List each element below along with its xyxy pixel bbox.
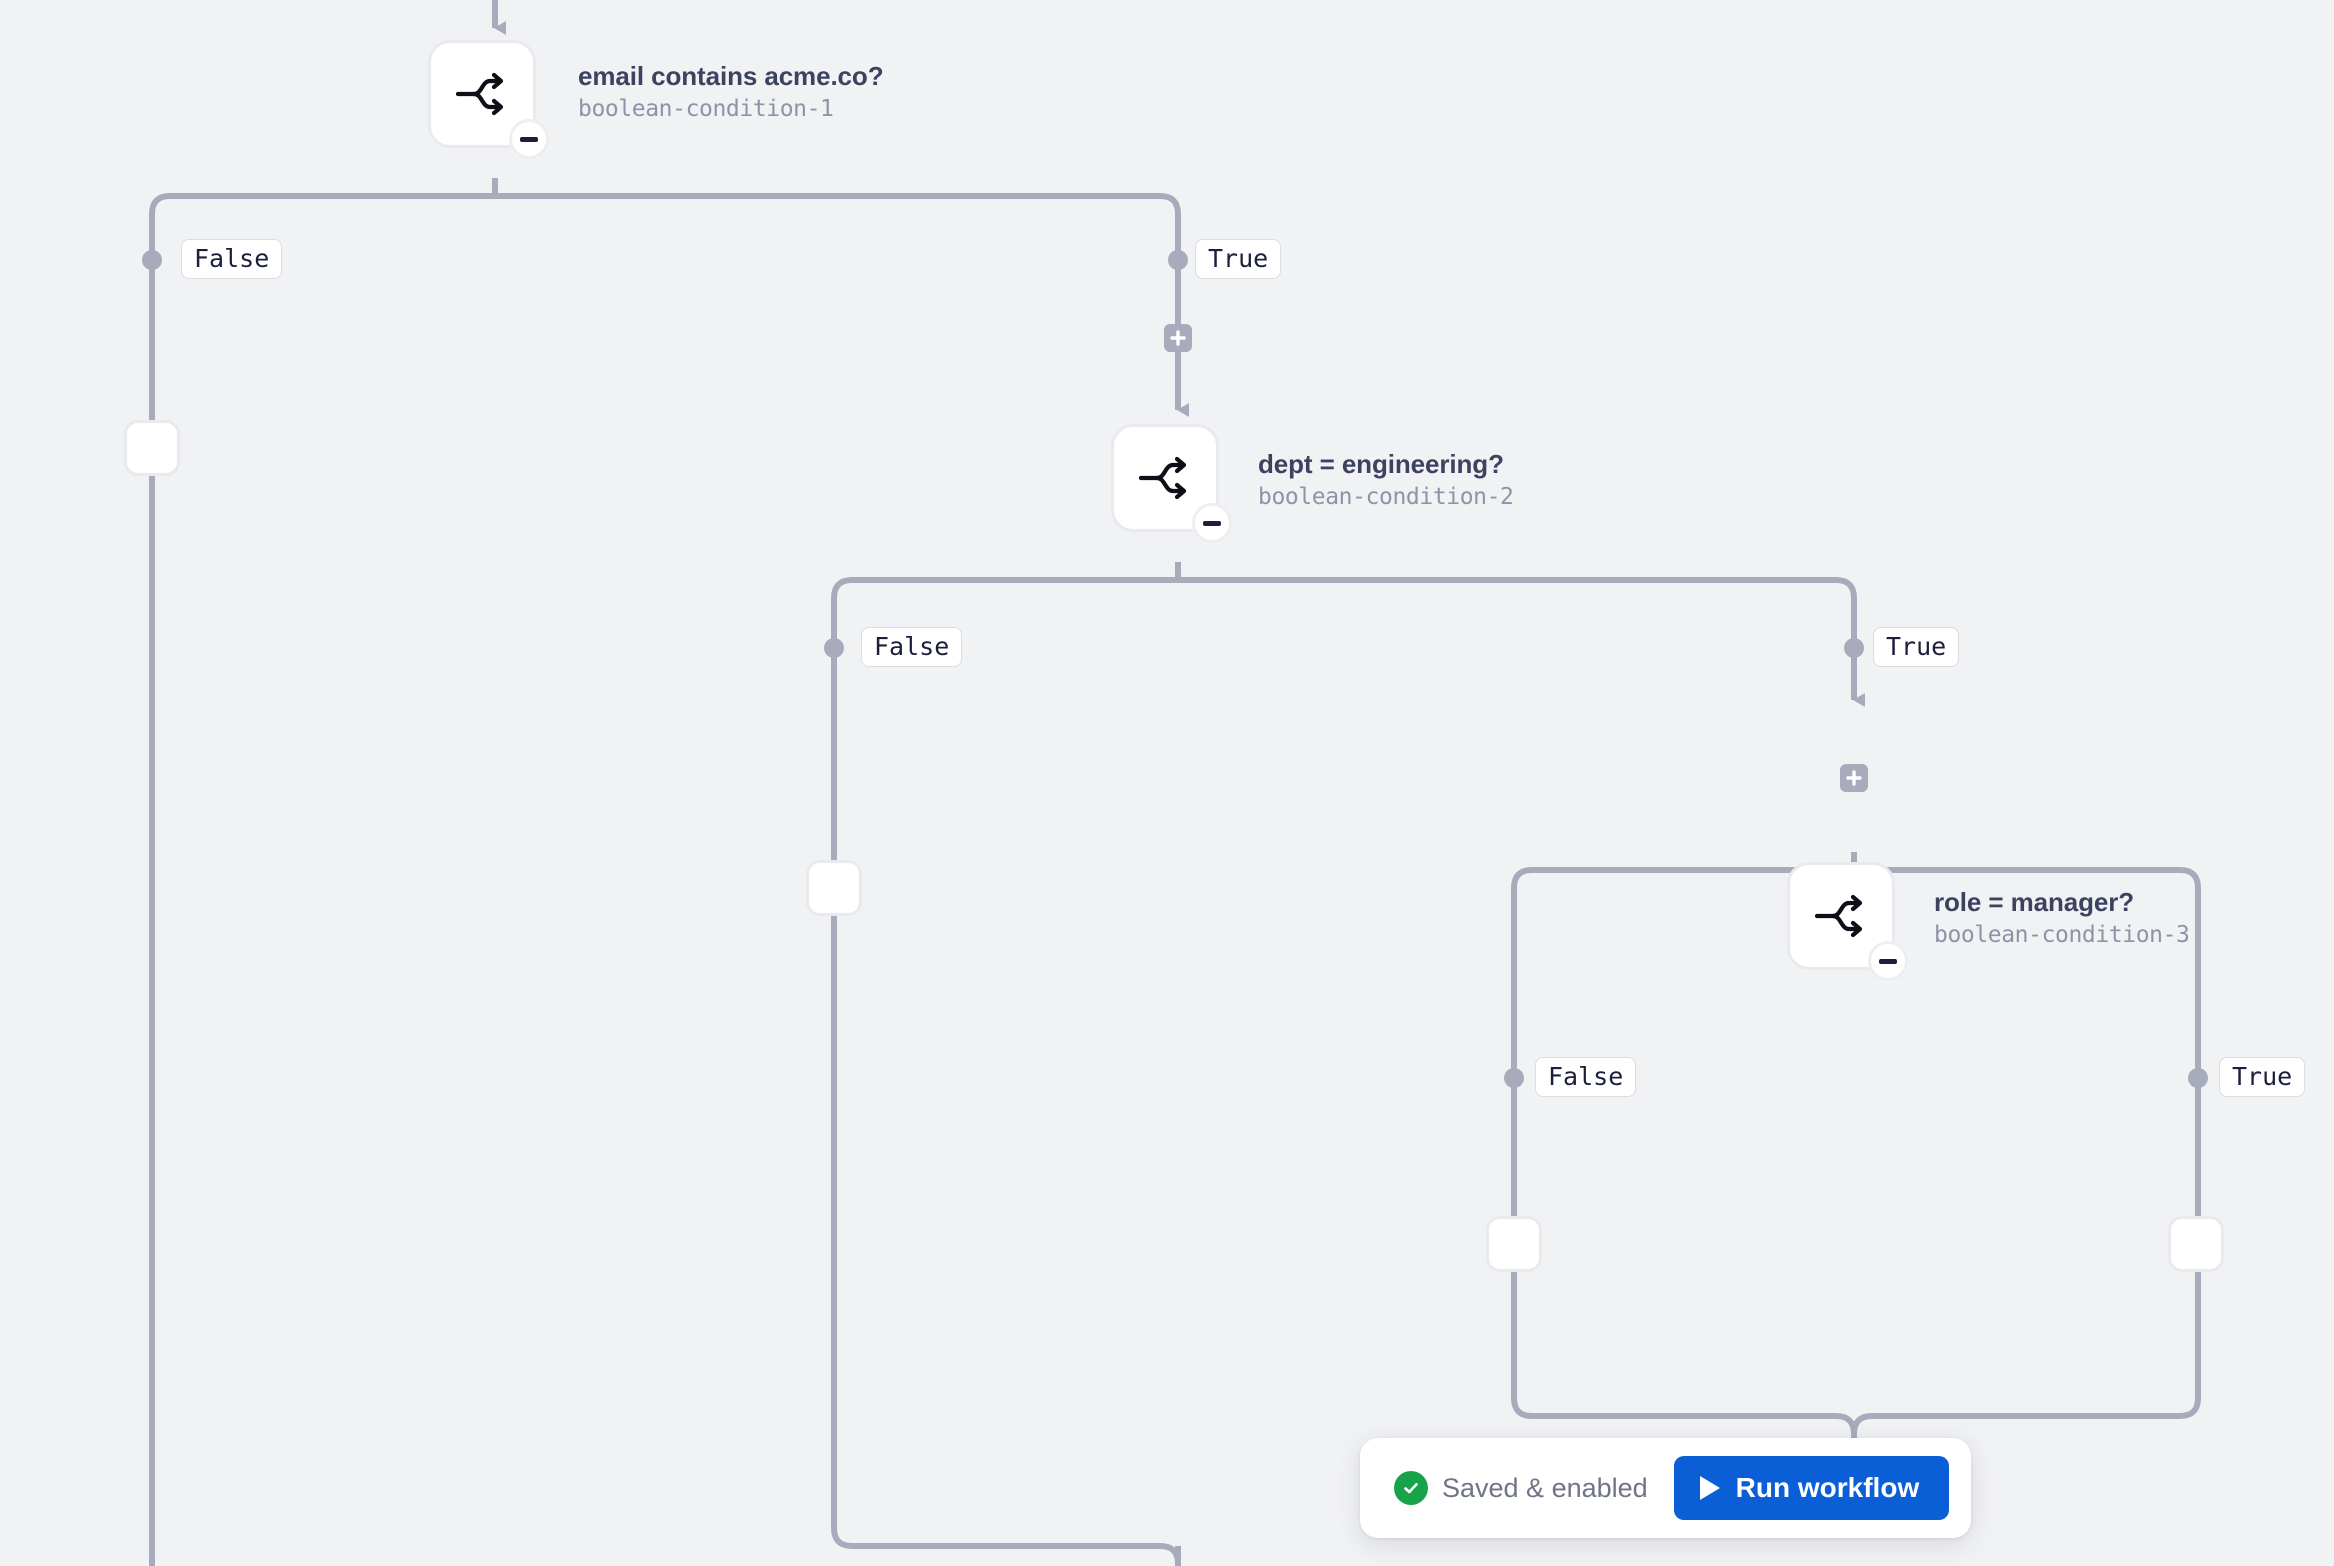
check-icon [1404, 1482, 1418, 1494]
node-boolean-condition-2[interactable] [1111, 424, 1232, 543]
node-3-true-label[interactable]: True [2220, 1058, 2305, 1096]
node-3-labels: role = manager? boolean-condition-3 [1934, 886, 2190, 949]
status-text: Saved & enabled [1442, 1472, 1648, 1503]
play-icon [1699, 1476, 1720, 1500]
node-1-true-label[interactable]: True [1196, 240, 1281, 278]
node-3-false-handle[interactable] [1504, 1068, 1524, 1088]
node-2-false-label[interactable]: False [862, 628, 962, 666]
plus-icon [1846, 770, 1862, 786]
edge-node2-false [831, 577, 1181, 1565]
edge-node3-false [1511, 867, 1857, 1460]
node-2-collapse-button[interactable] [1192, 503, 1232, 543]
node-2-title: dept = engineering? [1258, 449, 1504, 479]
node-2-false-handle[interactable] [824, 638, 844, 658]
node-1-title: email contains acme.co? [578, 61, 884, 91]
node-1-false-label[interactable]: False [182, 240, 282, 278]
run-workflow-label: Run workflow [1735, 1472, 1920, 1503]
plus-icon [1170, 330, 1186, 346]
node-2-labels: dept = engineering? boolean-condition-2 [1258, 448, 1514, 511]
branch-split-icon [455, 72, 504, 116]
node-1-false-placeholder[interactable] [124, 420, 180, 476]
node-3-title: role = manager? [1934, 887, 2135, 917]
check-circle-icon [1394, 1471, 1428, 1505]
node-2-true-label[interactable]: True [1874, 628, 1959, 666]
edge-node1-false [149, 193, 495, 1566]
edge-node2-true [1178, 577, 1857, 690]
node-2-true-add-step-button[interactable] [1840, 764, 1868, 792]
node-2-subtitle: boolean-condition-2 [1258, 483, 1514, 510]
edge-node3-true [1851, 867, 2201, 1435]
branch-split-icon [1814, 894, 1863, 938]
node-1-collapse-button[interactable] [509, 119, 549, 159]
node-1-true-handle[interactable] [1168, 250, 1188, 270]
edge-node1-true [495, 193, 1181, 400]
node-2-false-placeholder[interactable] [806, 860, 862, 916]
status-badge: Saved & enabled [1382, 1471, 1656, 1505]
node-1-false-handle[interactable] [142, 250, 162, 270]
node-3-subtitle: boolean-condition-3 [1934, 921, 2190, 948]
node-1-true-add-step-button[interactable] [1164, 324, 1192, 352]
node-3-collapse-button[interactable] [1868, 941, 1908, 981]
node-1-subtitle: boolean-condition-1 [578, 95, 834, 122]
node-boolean-condition-3[interactable] [1787, 862, 1908, 981]
run-workflow-button[interactable]: Run workflow [1673, 1456, 1950, 1520]
workflow-toolbar: Saved & enabled Run workflow [1360, 1438, 1972, 1538]
node-3-false-label[interactable]: False [1536, 1058, 1636, 1096]
node-boolean-condition-1[interactable] [428, 40, 549, 159]
node-1-labels: email contains acme.co? boolean-conditio… [578, 60, 884, 123]
node-3-true-handle[interactable] [2188, 1068, 2208, 1088]
minus-icon [1203, 520, 1221, 526]
node-2-true-handle[interactable] [1844, 638, 1864, 658]
minus-icon [520, 136, 538, 142]
minus-icon [1879, 958, 1897, 964]
node-3-false-placeholder[interactable] [1486, 1216, 1542, 1272]
node-3-true-placeholder[interactable] [2168, 1216, 2224, 1272]
branch-split-icon [1138, 456, 1187, 500]
